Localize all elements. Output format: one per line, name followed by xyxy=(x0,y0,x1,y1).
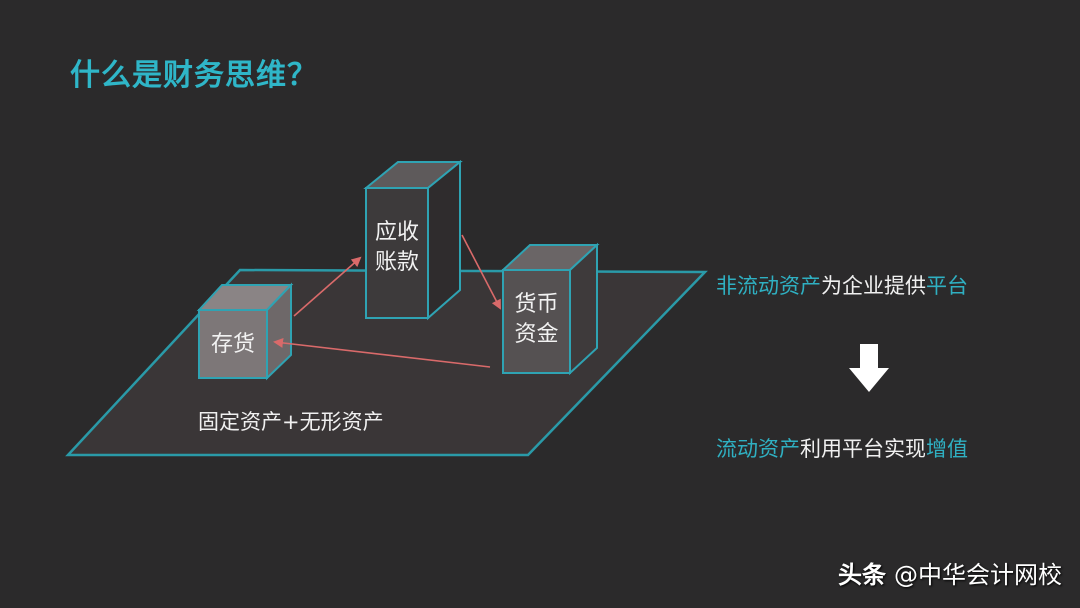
watermark-brand: 头条 xyxy=(838,561,886,589)
down-arrow-icon xyxy=(849,344,889,396)
arrow-cash-to-inventory xyxy=(273,337,491,368)
current-assets-statement: 流动资产利用平台实现增值 xyxy=(716,437,968,461)
inventory-box xyxy=(196,282,294,381)
inventory-label: 存货 xyxy=(210,332,255,357)
watermark: 头条 @中华会计网校 xyxy=(838,555,1062,590)
receivables-box xyxy=(363,159,463,321)
cash-label: 货币 资金 xyxy=(514,292,559,347)
cash-box xyxy=(500,242,600,376)
platform-label: 固定资产+无形资产 xyxy=(198,410,384,434)
receivables-label: 应收 账款 xyxy=(374,220,419,275)
watermark-account: @中华会计网校 xyxy=(894,561,1062,589)
arrow-receivables-to-cash xyxy=(461,234,501,310)
page-title: 什么是财务思维？ xyxy=(70,58,318,93)
arrow-inventory-to-receivables xyxy=(293,256,362,317)
non-current-assets-statement: 非流动资产为企业提供平台 xyxy=(716,274,968,298)
